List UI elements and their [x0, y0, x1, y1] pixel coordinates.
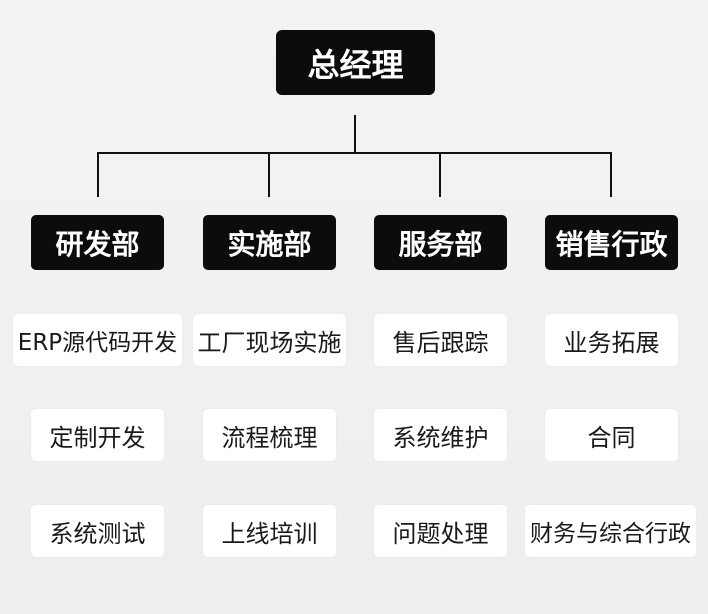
task-label: 工厂现场实施 — [197, 328, 342, 357]
dept-label: 实施部 — [227, 227, 312, 261]
task-label: 系统维护 — [392, 423, 489, 452]
dept-node-rd: 研发部 — [31, 215, 164, 270]
task-node: 业务拓展 — [545, 314, 678, 366]
task-label: 上线培训 — [221, 519, 318, 548]
task-node: 流程梳理 — [203, 409, 336, 461]
dept-label: 服务部 — [398, 227, 483, 261]
dept-label: 销售行政 — [555, 227, 668, 261]
dept-label: 研发部 — [55, 227, 140, 261]
task-label: 售后跟踪 — [392, 328, 489, 357]
dept-node-sales-admin: 销售行政 — [545, 215, 678, 270]
dept-node-implementation: 实施部 — [203, 215, 336, 270]
task-node: 定制开发 — [31, 409, 164, 461]
task-node: 上线培训 — [203, 505, 336, 557]
task-label: ERP源代码开发 — [17, 330, 178, 356]
task-label: 业务拓展 — [563, 328, 660, 357]
task-label: 系统测试 — [49, 519, 146, 548]
task-label: 合同 — [587, 423, 636, 452]
task-node: 问题处理 — [374, 505, 507, 557]
task-node: ERP源代码开发 — [13, 314, 182, 366]
dept-node-service: 服务部 — [374, 215, 507, 270]
root-label: 总经理 — [307, 45, 404, 84]
task-label: 定制开发 — [49, 423, 146, 452]
task-node: 售后跟踪 — [374, 314, 507, 366]
task-node: 财务与综合行政 — [525, 505, 696, 557]
task-node: 系统测试 — [31, 505, 164, 557]
task-node: 系统维护 — [374, 409, 507, 461]
root-node: 总经理 — [276, 30, 435, 95]
task-node: 工厂现场实施 — [193, 314, 346, 366]
task-label: 问题处理 — [392, 519, 489, 548]
task-node: 合同 — [545, 409, 678, 461]
task-label: 流程梳理 — [221, 423, 318, 452]
task-label: 财务与综合行政 — [530, 521, 691, 547]
